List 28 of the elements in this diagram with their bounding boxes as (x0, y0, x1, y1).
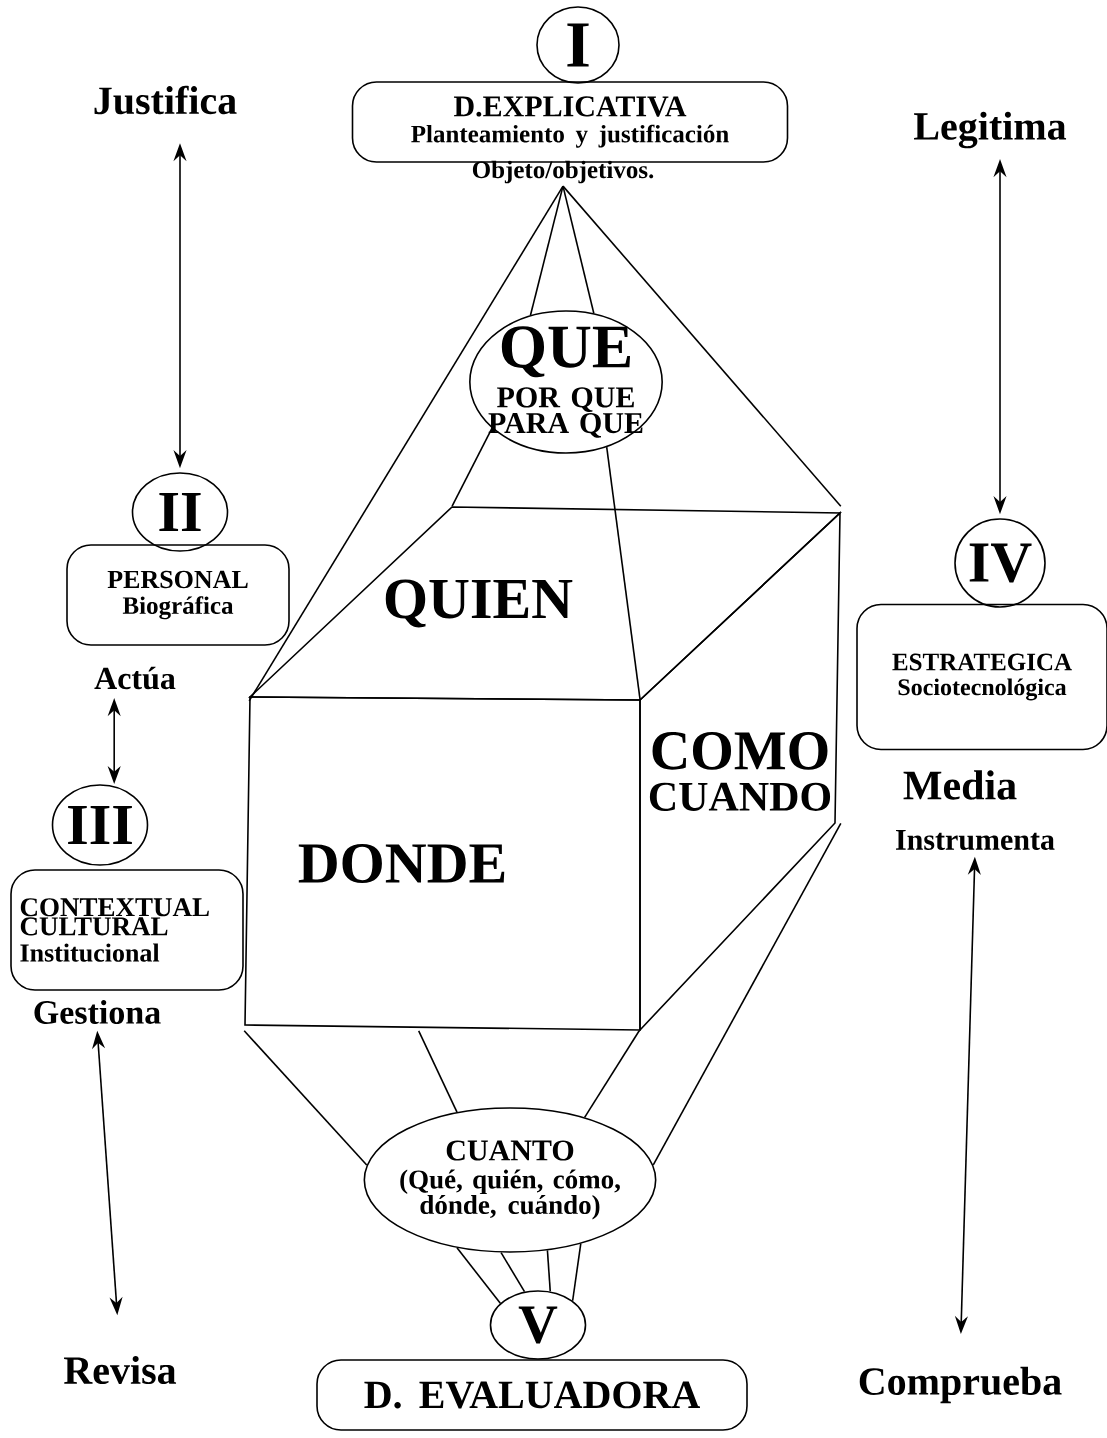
connector-line (243, 1030, 368, 1166)
connector-line (562, 185, 842, 507)
rounded-box: ESTRATEGICA Sociotecnológica (856, 603, 1107, 751)
connector-line (562, 185, 595, 314)
rounded-box: D. EVALUADORA (316, 1359, 748, 1431)
text-label: Comprueba (859, 1366, 1062, 1404)
connector-line (451, 427, 493, 507)
text-label: Gestiona (34, 1000, 161, 1024)
text-label: Actúa (94, 666, 176, 690)
connector-line (529, 185, 564, 316)
connector-line (583, 1030, 640, 1119)
text-label: Justifica (94, 85, 237, 115)
connector-line (652, 822, 842, 1166)
connector-line (605, 446, 642, 702)
cube-face: DONDE (244, 696, 641, 1031)
connector-line (248, 185, 564, 702)
connector-line (456, 1247, 502, 1305)
rounded-box: CONTEXTUAL CULTURAL Institucional (10, 869, 244, 991)
text-label: Revisa (64, 1355, 177, 1385)
text-label: Media (903, 770, 1017, 800)
text-label: Instrumenta (896, 830, 1055, 850)
text-label: Legitima (914, 111, 1067, 149)
connector-line (571, 1242, 582, 1302)
connector-line (500, 1251, 526, 1293)
connector-line (417, 1030, 458, 1113)
connector-line (546, 1249, 552, 1293)
text-label: Objeto/objetivos. (472, 160, 654, 184)
rounded-box: PERSONAL Biográfica (66, 544, 290, 646)
